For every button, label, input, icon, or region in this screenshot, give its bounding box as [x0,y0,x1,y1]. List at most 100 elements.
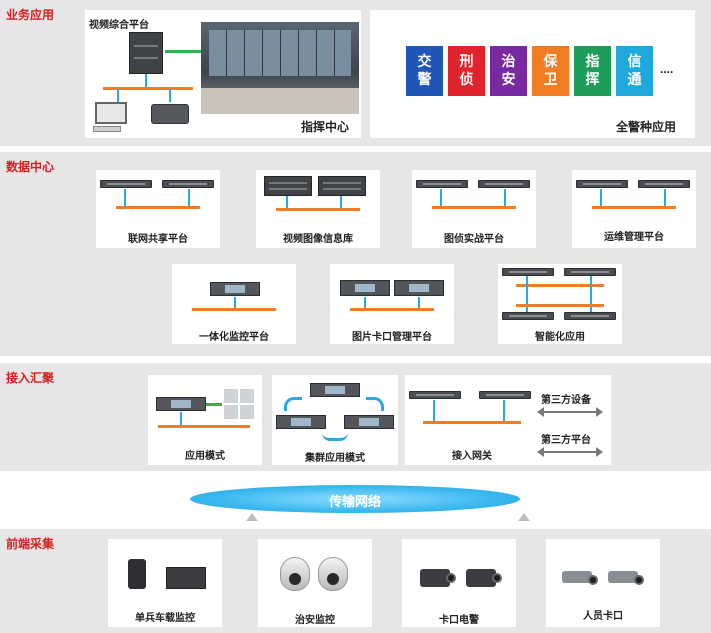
server-link [664,189,666,207]
box-camera-icon [608,571,644,585]
platform-bus-line [116,206,200,209]
access-section-title: 接入汇聚 [6,371,55,385]
command-bus-line [103,87,193,90]
platform-card: 图片卡口管理平台 [330,264,454,344]
server-link [526,276,528,312]
frontend-label: 治安监控 [295,615,335,626]
cluster-device-icon [344,415,394,429]
dome-camera-icon [280,557,310,591]
access-section: 接入汇聚 应用模式 集群应用模式 接入网关 第三方设备 第三方平台 [0,363,711,471]
platform-bus-line [516,284,604,287]
gateway-label: 接入网关 [452,451,492,462]
police-tile-guard: 保 卫 [532,46,569,96]
tile-text: 交 警 [417,53,432,87]
pc-keyboard-icon [93,126,121,132]
platform-label: 图侦实战平台 [444,234,504,245]
platform-card: 一体化监控平台 [172,264,296,344]
up-arrow-icon [518,513,530,521]
frontend-card: 单兵车载监控 [108,539,222,627]
gateway-device-icon [409,391,461,399]
server-icon [502,268,554,276]
cluster-mode-card: 集群应用模式 [272,375,398,465]
keyboard-link [169,90,171,102]
command-center-box: 视频综合平台 指挥中心 [85,10,361,138]
video-platform-chassis-icon [129,32,163,74]
access-bus-line [158,425,250,428]
app-mode-card: 应用模式 [148,375,262,465]
tiles-more: .... [660,62,674,76]
frontend-section: 前端采集 单兵车载监控 治安监控 卡口电警 人员卡口 [0,529,711,633]
platform-label: 图片卡口管理平台 [352,332,432,343]
frontend-card: 治安监控 [258,539,372,627]
video-wall-photo [201,22,359,114]
server-link [418,297,420,309]
portable-terminal-icon [128,559,146,589]
dome-camera-icon [318,557,348,591]
frontend-section-title: 前端采集 [6,537,55,551]
tile-text: 刑 侦 [459,53,474,87]
tile-text: 保 卫 [543,53,558,87]
cluster-arrow-icon [322,433,348,441]
platform-card: 图侦实战平台 [412,170,536,248]
platform-label: 一体化监控平台 [199,332,269,343]
monitoring-device-icon [340,280,390,296]
datacenter-section-title: 数据中心 [6,160,55,174]
third-party-platform-label: 第三方平台 [541,435,591,446]
gateway-card: 接入网关 第三方设备 第三方平台 [405,375,611,465]
gateway-device-icon [479,391,531,399]
server-icon [564,312,616,320]
server-link [440,189,442,207]
storage-array-icon [264,176,312,196]
green-link-line [165,50,201,53]
server-icon [100,180,152,188]
platform-label: 运维管理平台 [604,232,664,243]
server-icon [564,268,616,276]
server-icon [162,180,214,188]
access-bus-line [423,421,521,424]
police-tile-security: 治 安 [490,46,527,96]
monitoring-device-icon [394,280,444,296]
tile-text: 治 安 [501,53,516,87]
business-section-title: 业务应用 [6,8,55,22]
server-icon [638,180,690,188]
vehicle-recorder-icon [166,567,206,589]
cluster-arrow-icon [284,397,302,411]
up-arrow-icon [246,513,258,521]
police-tile-traffic: 交 警 [406,46,443,96]
server-link [188,189,190,207]
tile-text: 指 挥 [585,53,600,87]
all-police-box: 交 警 刑 侦 治 安 保 卫 指 挥 信 通 .... 全警种应用 [370,10,695,138]
platform-card: 视频图像信息库 [256,170,380,248]
video-platform-label: 视频综合平台 [89,20,149,31]
police-tile-criminal: 刑 侦 [448,46,485,96]
pc-icon [95,102,127,124]
windows-logo-icon [224,389,254,419]
box-camera-icon [466,569,502,587]
datacenter-section: 数据中心 联网共享平台 视频图像信息库 图侦实战平台 运维管理平台 [0,152,711,356]
server-icon [416,180,468,188]
third-party-device-label: 第三方设备 [541,395,591,406]
cluster-mode-label: 集群应用模式 [305,453,365,464]
app-mode-label: 应用模式 [185,451,225,462]
server-icon [502,312,554,320]
box-camera-icon [562,571,598,585]
platform-card: 联网共享平台 [96,170,220,248]
server-icon [478,180,530,188]
server-link [590,276,592,312]
network-label: 传输网络 [328,494,381,509]
storage-array-icon [318,176,366,196]
police-tile-command: 指 挥 [574,46,611,96]
command-center-label: 指挥中心 [301,120,350,134]
server-link [234,297,236,309]
cluster-arrow-icon [366,397,384,411]
platform-card: 智能化应用 [498,264,622,344]
police-tile-comm: 信 通 [616,46,653,96]
server-link [340,196,342,208]
control-keyboard-icon [151,104,189,124]
third-party-platform-arrow-icon [537,447,603,457]
network-cloud-icon [190,485,520,513]
device-link [433,400,435,422]
device-link [180,412,182,426]
platform-bus-line [350,308,434,311]
frontend-label: 人员卡口 [583,611,623,622]
